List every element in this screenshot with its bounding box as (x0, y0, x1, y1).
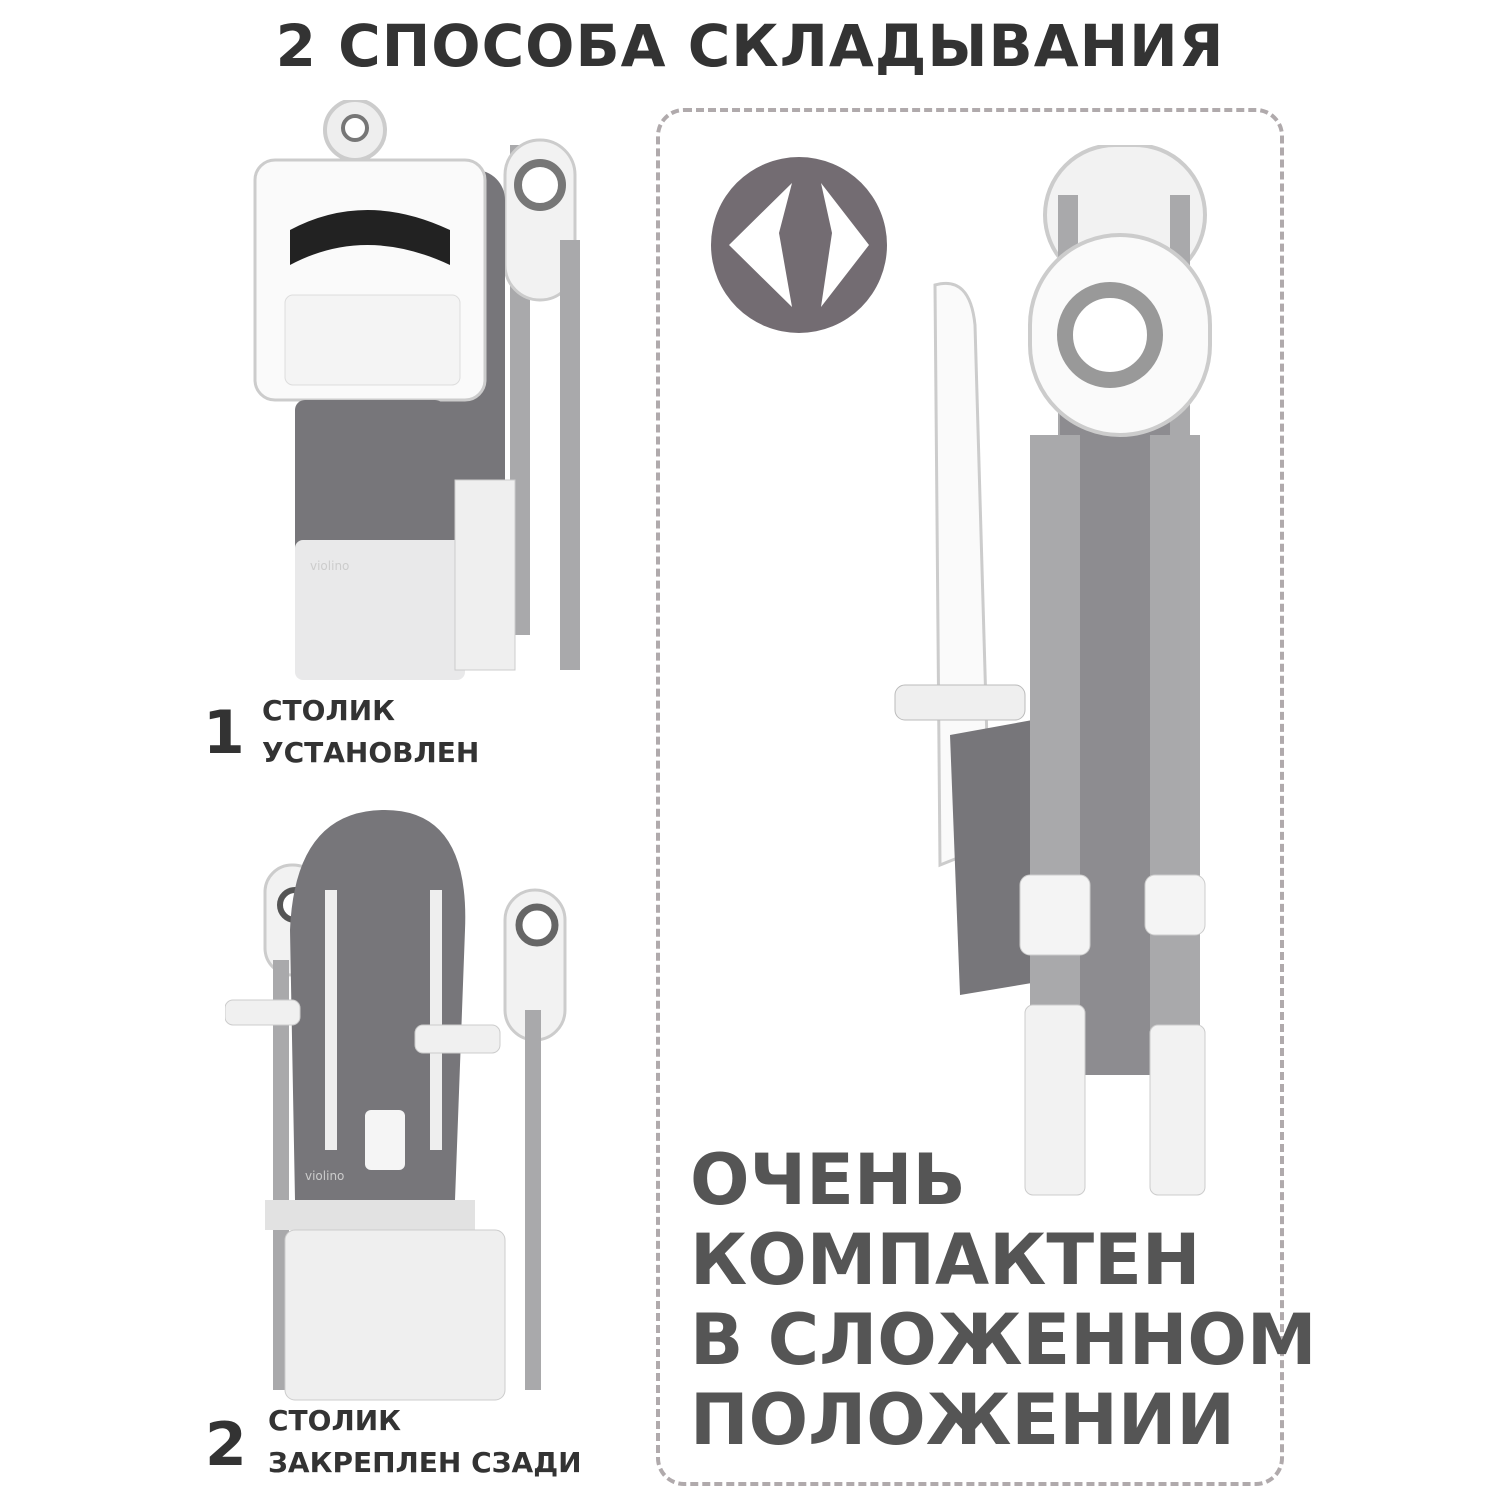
chair-image-table-behind: violino (225, 810, 567, 1401)
svg-text:violino: violino (310, 559, 349, 573)
chair-image-table-installed: violino (253, 100, 580, 680)
compact-fold-arrows-icon (711, 157, 887, 333)
headline-line4: ПОЛОЖЕНИИ (690, 1379, 1235, 1461)
headline-line3: В СЛОЖЕННОМ (690, 1299, 1317, 1381)
option-label-line1: СТОЛИК (262, 694, 396, 727)
folded-chair-image (894, 145, 1212, 1196)
option-number: 2 (205, 1410, 247, 1480)
option-label-line2: ЗАКРЕПЛЕН СЗАДИ (268, 1446, 582, 1479)
headline-line1: ОЧЕНЬ (690, 1139, 966, 1221)
option-label-line2: УСТАНОВЛЕН (262, 736, 480, 769)
dashed-frame (656, 108, 1284, 1486)
svg-text:violino: violino (305, 1169, 344, 1183)
option-label-line1: СТОЛИК (268, 1404, 402, 1437)
headline-line2: КОМПАКТЕН (690, 1219, 1201, 1301)
page-title: 2 СПОСОБА СКЛАДЫВАНИЯ (275, 12, 1225, 80)
option-number: 1 (203, 698, 245, 768)
